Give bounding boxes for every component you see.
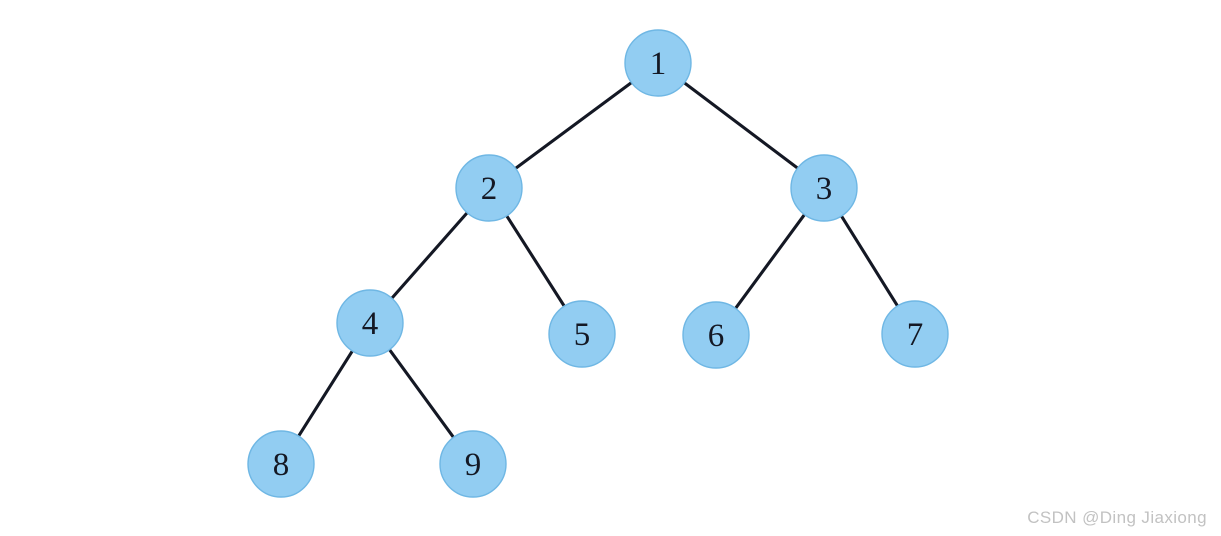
tree-edge-1-2 bbox=[513, 80, 634, 171]
tree-node-circle-1[interactable] bbox=[624, 29, 692, 97]
tree-node-7[interactable]: 7 bbox=[881, 300, 949, 368]
tree-node-1[interactable]: 1 bbox=[624, 29, 692, 97]
tree-node-circle-3[interactable] bbox=[790, 154, 858, 222]
tree-edge-3-7 bbox=[839, 213, 900, 309]
tree-node-circle-5[interactable] bbox=[548, 300, 616, 368]
tree-edge-4-9 bbox=[387, 347, 456, 440]
tree-node-circle-7[interactable] bbox=[881, 300, 949, 368]
tree-edge-3-6 bbox=[733, 212, 807, 311]
csdn-watermark: CSDN @Ding Jiaxiong bbox=[1027, 508, 1207, 527]
tree-node-5[interactable]: 5 bbox=[548, 300, 616, 368]
tree-edge-2-5 bbox=[504, 213, 567, 309]
tree-node-circle-2[interactable] bbox=[455, 154, 523, 222]
tree-node-8[interactable]: 8 bbox=[247, 430, 315, 498]
tree-node-circle-6[interactable] bbox=[682, 301, 750, 369]
tree-node-4[interactable]: 4 bbox=[336, 289, 404, 357]
tree-node-9[interactable]: 9 bbox=[439, 430, 507, 498]
tree-edge-2-4 bbox=[389, 210, 470, 301]
tree-node-6[interactable]: 6 bbox=[682, 301, 750, 369]
edges-group bbox=[296, 80, 900, 440]
tree-edge-1-3 bbox=[682, 80, 800, 171]
tree-node-3[interactable]: 3 bbox=[790, 154, 858, 222]
tree-edge-4-8 bbox=[296, 348, 355, 439]
tree-node-circle-9[interactable] bbox=[439, 430, 507, 498]
tree-node-circle-8[interactable] bbox=[247, 430, 315, 498]
tree-node-circle-4[interactable] bbox=[336, 289, 404, 357]
tree-node-2[interactable]: 2 bbox=[455, 154, 523, 222]
